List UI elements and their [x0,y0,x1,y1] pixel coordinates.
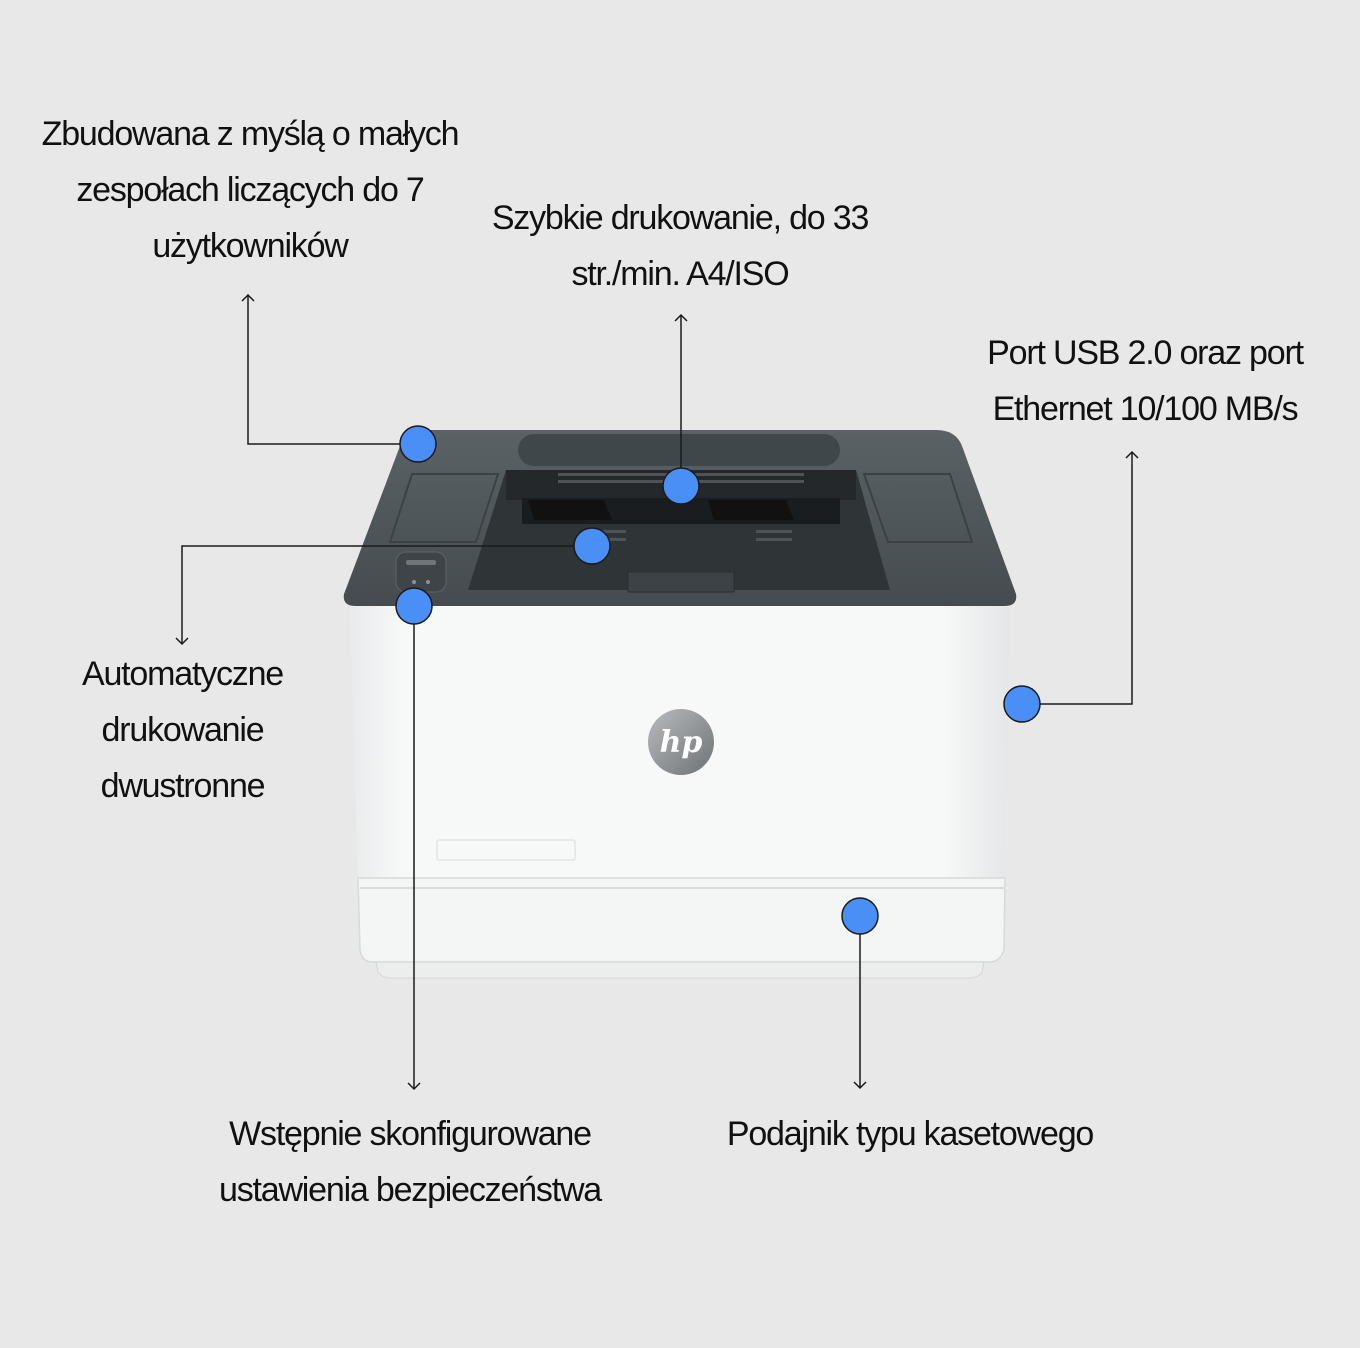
marker-security [395,587,433,625]
leader-ports [1040,452,1133,705]
callout-tray: Podajnik typu kasetowego [726,1115,1094,1153]
callout-duplex: Automatyczne drukowanie dwustronne [81,655,284,805]
hp-logo-text: hp [660,725,703,760]
leader-duplex [181,545,576,644]
marker-users [399,425,437,463]
marker-tray [841,897,879,935]
leader-lines [175,293,1139,1091]
callout-speed: Szybkie drukowanie, do 33 str./min. A4/I… [491,199,870,293]
callout-security: Wstępnie skonfigurowane ustawienia bezpi… [218,1115,602,1209]
callout-ports: Port USB 2.0 oraz port Ethernet 10/100 M… [987,334,1304,428]
marker-duplex [573,527,611,565]
leader-users [247,295,403,445]
marker-speed [662,467,700,505]
callout-users: Zbudowana z myślą o małych zespołach lic… [41,115,460,265]
hp-logo: hp [648,709,714,775]
marker-ports [1003,685,1041,723]
printer-top-cover [343,430,1017,606]
printer-body [350,604,1010,979]
